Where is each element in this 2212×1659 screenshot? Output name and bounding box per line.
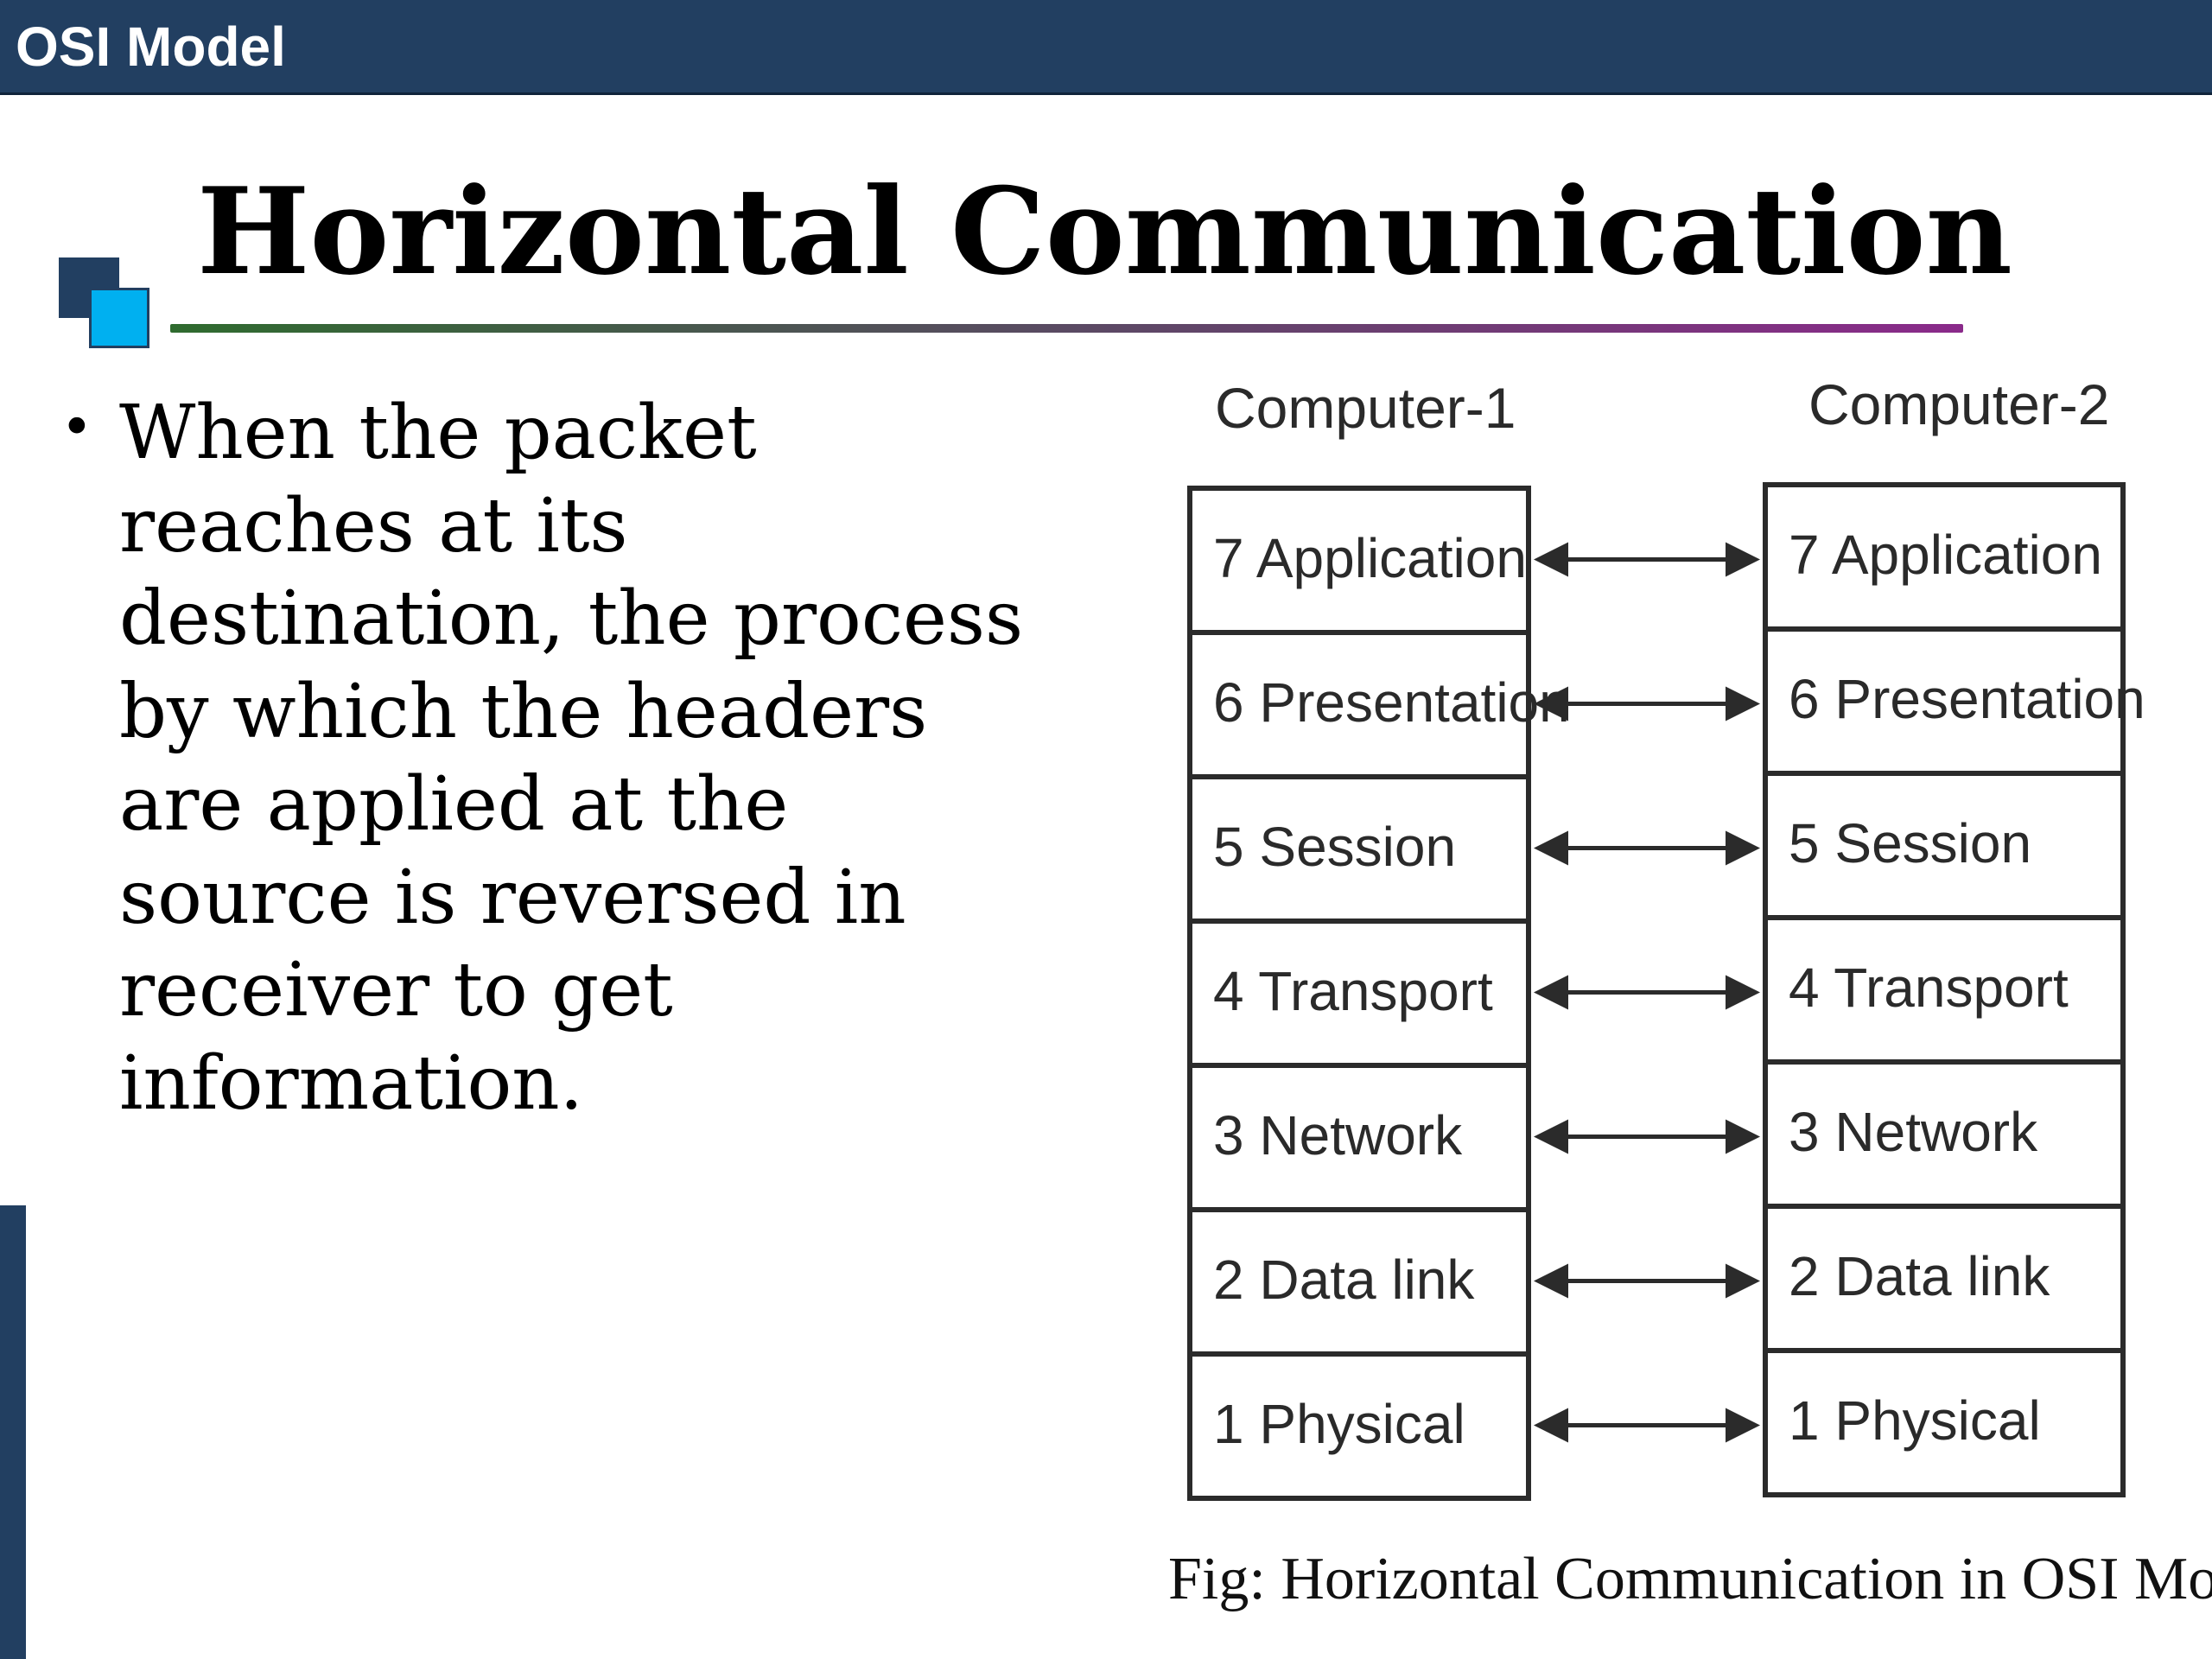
title-underline xyxy=(170,324,1963,333)
header-bar: OSI Model xyxy=(0,0,2212,95)
computer-2-layer-label: 2 Data link xyxy=(1789,1245,2050,1307)
computer-1-layer-1-physical xyxy=(1187,1351,1531,1501)
computer-2-layer-5-session xyxy=(1763,771,2126,920)
computer-1-layer-7-application xyxy=(1187,486,1531,635)
computer-2-layer-label: 3 Network xyxy=(1789,1101,2038,1163)
figure-caption: Fig: Horizontal Communication in OSI Mod… xyxy=(1168,1546,2212,1612)
osi-diagram: Computer-1 Computer-2 7 Application 7 App… xyxy=(1123,346,2145,1642)
computer-1-layer-label: 4 Transport xyxy=(1213,960,1493,1022)
bullet-text: When the packet reaches at its destinati… xyxy=(119,390,1024,1127)
left-accent-bar xyxy=(0,1205,26,1659)
computer-2-layer-1-physical xyxy=(1763,1348,2126,1497)
computer-1-layer-4-transport xyxy=(1187,918,1531,1068)
computer-1-layer-3-network xyxy=(1187,1063,1531,1212)
computer-1-layer-label: 2 Data link xyxy=(1213,1249,1475,1311)
computer-2-layer-label: 1 Physical xyxy=(1789,1389,2041,1452)
computer-2-layer-6-presentation xyxy=(1763,626,2126,776)
computer-1-layer-label: 5 Session xyxy=(1213,816,1457,878)
computer-2-heading: Computer-2 xyxy=(1808,372,2110,436)
computer-1-layer-6-presentation xyxy=(1187,630,1531,779)
bullet-marker: • xyxy=(60,396,93,460)
slide-title: Horizontal Communication xyxy=(197,161,2012,302)
header-title: OSI Model xyxy=(16,16,286,78)
computer-2-layer-7-application xyxy=(1763,482,2126,632)
computer-2-layer-label: 6 Presentation xyxy=(1789,668,2145,730)
computer-1-layer-label: 7 Application xyxy=(1213,527,1527,589)
computer-1-heading: Computer-1 xyxy=(1215,376,1516,440)
decorative-square-blue xyxy=(89,288,149,348)
computer-1-layer-label: 1 Physical xyxy=(1213,1393,1465,1455)
computer-1-layer-label: 3 Network xyxy=(1213,1104,1463,1166)
computer-2-layer-label: 5 Session xyxy=(1789,812,2032,874)
computer-1-layer-5-session xyxy=(1187,774,1531,924)
computer-2-layer-label: 7 Application xyxy=(1789,524,2102,586)
computer-2-layer-label: 4 Transport xyxy=(1789,957,2069,1019)
computer-1-layer-label: 6 Presentation xyxy=(1213,671,1570,734)
arrows-layer xyxy=(1534,542,1760,1443)
computer-2-layer-3-network xyxy=(1763,1059,2126,1209)
